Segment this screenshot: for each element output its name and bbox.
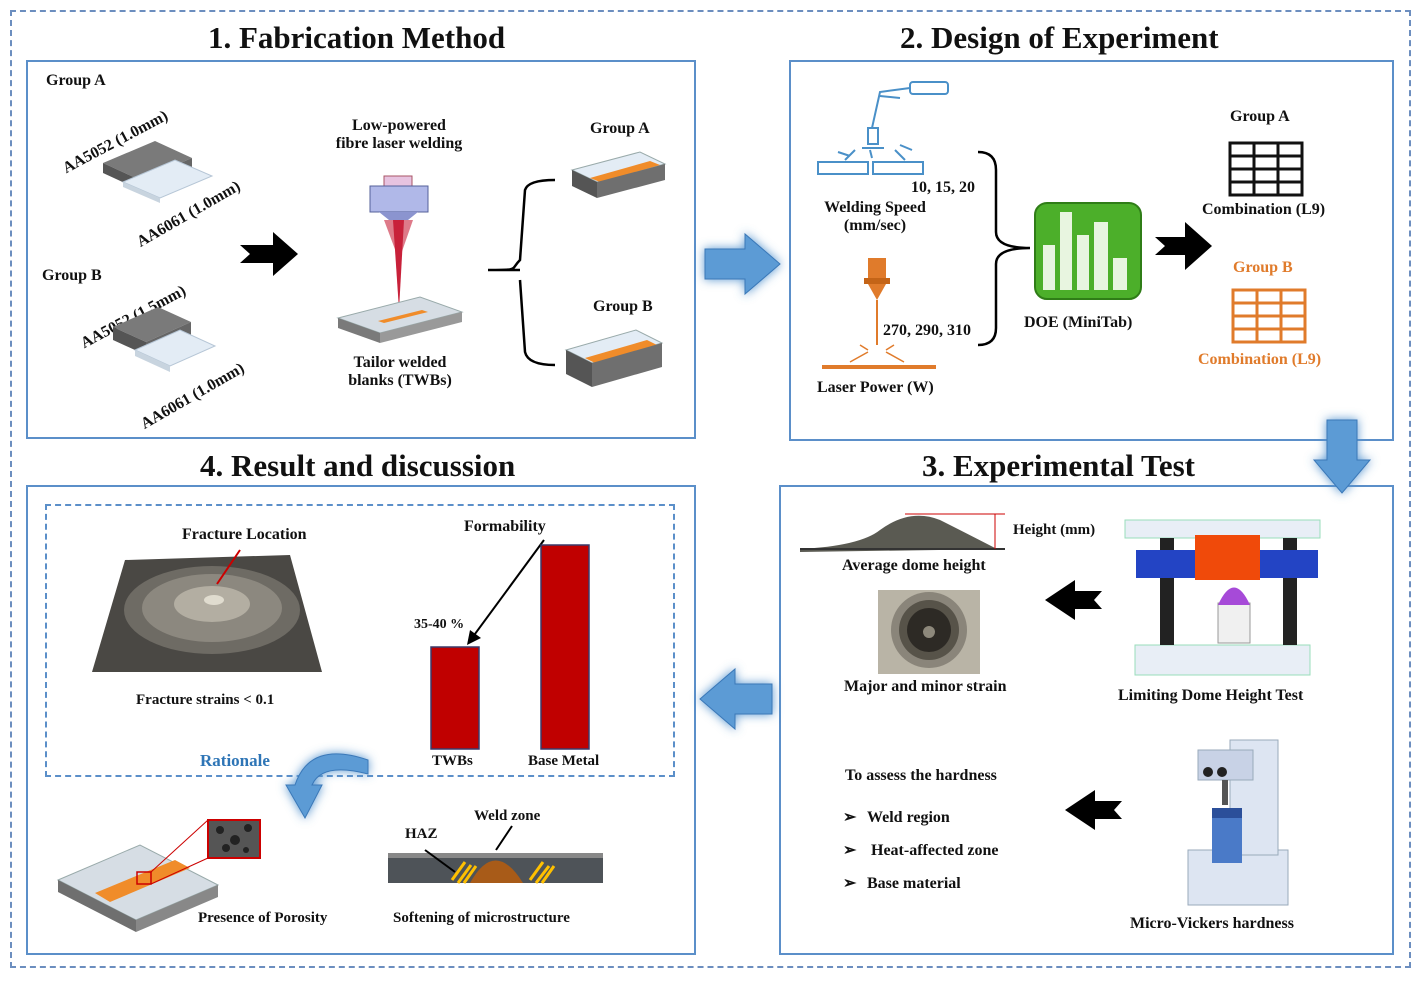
softening-label: Softening of microstructure — [393, 910, 570, 926]
outer-dashed-frame — [10, 10, 1411, 968]
hardness-item-haz: Heat-affected zone — [871, 842, 999, 859]
flow-arrow-down — [1312, 419, 1372, 494]
speed-label: Welding Speed (mm/sec) — [824, 199, 926, 235]
formability-pointer-head — [467, 630, 481, 645]
speed-values: 10, 15, 20 — [911, 179, 975, 196]
brace — [487, 178, 556, 367]
rationale-label: Rationale — [200, 751, 270, 770]
twb-label: Tailor welded blanks (TWBs) — [348, 354, 452, 390]
section-title-results: 4. Result and discussion — [200, 448, 516, 483]
welding-torch-icon — [817, 81, 949, 175]
hardness-item-bullet: ➢ — [843, 809, 857, 826]
laser-welding-title: Low-powered fibre laser welding — [335, 117, 463, 153]
output-group-b-label: Group B — [593, 298, 653, 315]
formability-bars — [430, 544, 590, 750]
output-group-a-label: Group A — [590, 120, 650, 137]
hardness-item-bullet: ➢ — [843, 875, 857, 892]
laser-welder — [369, 175, 429, 310]
group-b-sheets — [113, 307, 217, 372]
results-inner-dashed-box — [45, 504, 675, 777]
hardness-item-weld: Weld region — [867, 809, 950, 826]
porosity-plate — [56, 819, 261, 932]
bar-label-twb: TWBs — [432, 753, 473, 769]
vickers-machine — [1187, 739, 1289, 906]
doe-group-a-label: Group A — [1230, 108, 1290, 125]
percent-annotation: 35-40 % — [414, 617, 465, 632]
bar-label-base: Base Metal — [528, 753, 600, 769]
output-plate-b — [564, 329, 664, 387]
black-arrow-3 — [1045, 580, 1102, 620]
dome-profile — [800, 513, 1005, 552]
flow-arrow-right — [704, 232, 781, 296]
power-values: 270, 290, 310 — [883, 322, 971, 339]
doe-group-b-label: Group B — [1233, 259, 1293, 276]
minitab-icon — [1034, 202, 1142, 300]
strain-label: Major and minor strain — [844, 678, 1007, 695]
dome-height-label: Average dome height — [842, 557, 986, 574]
group-a-label: Group A — [46, 72, 106, 89]
bar-twbs — [430, 646, 480, 750]
fracture-location-label: Fracture Location — [182, 526, 307, 543]
group-b-label: Group B — [42, 267, 102, 284]
combination-b-label: Combination (L9) — [1198, 351, 1322, 368]
bar-base-metal — [540, 544, 590, 750]
doe-brace — [977, 150, 1031, 347]
strain-specimen-photo — [878, 590, 980, 674]
group-a-sheets — [103, 141, 214, 203]
fracture-specimen-photo — [92, 549, 322, 672]
ldh-machine — [1124, 519, 1321, 676]
porosity-label: Presence of Porosity — [198, 910, 328, 926]
black-arrow-2 — [1155, 222, 1212, 270]
weld-cross-section — [388, 825, 603, 884]
fracture-strain-label: Fracture strains < 0.1 — [136, 692, 275, 708]
section-title-fabrication: 1. Fabrication Method — [208, 20, 506, 55]
doe-label: DOE (MiniTab) — [1024, 314, 1133, 331]
black-arrow-4 — [1065, 790, 1122, 830]
combination-a-label: Combination (L9) — [1202, 201, 1326, 218]
section-title-design: 2. Design of Experiment — [900, 20, 1219, 55]
laser-head-icon — [822, 258, 936, 369]
table-icon-a — [1228, 141, 1304, 197]
formability-pointer — [471, 539, 545, 639]
haz-label: HAZ — [405, 826, 438, 842]
height-label: Height (mm) — [1013, 522, 1096, 538]
vickers-label: Micro-Vickers hardness — [1130, 915, 1294, 932]
power-label: Laser Power (W) — [817, 379, 934, 396]
hardness-item-bullet: ➢ — [843, 842, 857, 859]
flow-arrow-left — [699, 667, 773, 731]
ldh-test-label: Limiting Dome Height Test — [1118, 687, 1304, 704]
table-icon-b — [1231, 288, 1307, 344]
weld-zone-label: Weld zone — [474, 808, 541, 824]
black-arrow-1 — [240, 232, 298, 276]
output-plate-a — [570, 151, 667, 198]
hardness-title: To assess the hardness — [845, 767, 997, 784]
section-title-experimental: 3. Experimental Test — [922, 448, 1195, 483]
formability-title: Formability — [464, 518, 546, 535]
hardness-item-base: Base material — [867, 875, 961, 892]
rationale-arrow — [285, 753, 369, 820]
twb-plate — [336, 296, 464, 343]
